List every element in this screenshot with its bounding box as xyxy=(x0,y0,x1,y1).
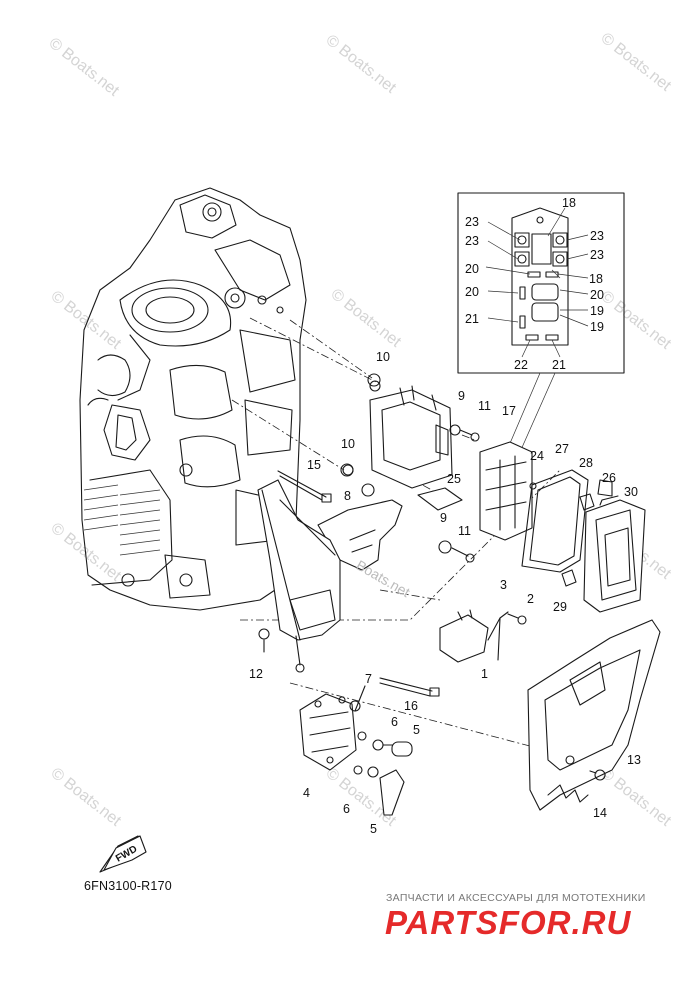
inset-detail xyxy=(457,192,625,453)
fwd-arrow: FWD xyxy=(99,835,147,873)
watermark-text: © Boats.net xyxy=(48,765,125,830)
callout-13: 13 xyxy=(627,753,641,767)
callout-19: 19 xyxy=(590,304,604,318)
callout-21: 21 xyxy=(552,358,566,372)
callout-2: 2 xyxy=(527,592,534,606)
fasteners-5-6-7 xyxy=(349,685,413,816)
watermark-text: © Boats.net xyxy=(46,35,123,100)
callout-17: 17 xyxy=(502,404,516,418)
callout-29: 29 xyxy=(553,600,567,614)
small-parts xyxy=(529,479,613,587)
watermark-text: © Boats.net xyxy=(598,765,675,830)
watermark-text: © Boats.net xyxy=(598,288,675,353)
cover-30 xyxy=(583,495,646,613)
watermark-text: © Boats.net xyxy=(323,32,400,97)
callout-4: 4 xyxy=(303,786,310,800)
callout-5: 5 xyxy=(370,822,377,836)
callout-30: 30 xyxy=(624,485,638,499)
brand-tagline: ЗАПЧАСТИ И АКСЕССУАРЫ ДЛЯ МОТОТЕХНИКИ xyxy=(386,892,646,904)
callout-8: 8 xyxy=(344,489,351,503)
callout-10: 10 xyxy=(376,350,390,364)
rectifier-assembly xyxy=(369,385,533,563)
screws-2-3 xyxy=(507,613,527,625)
callout-18: 18 xyxy=(562,196,576,210)
callout-26: 26 xyxy=(602,471,616,485)
callout-1: 1 xyxy=(481,667,488,681)
shield-13 xyxy=(527,619,661,811)
callout-6: 6 xyxy=(391,715,398,729)
callout-15: 15 xyxy=(307,458,321,472)
callout-3: 3 xyxy=(500,578,507,592)
callout-23: 23 xyxy=(590,229,604,243)
callout-19: 19 xyxy=(590,320,604,334)
cable-tie-16 xyxy=(379,677,440,697)
callouts: 1 2 3 4 5 5 6 6 7 8 9 9 10 10 11 11 12 1… xyxy=(249,196,641,836)
callout-14: 14 xyxy=(593,806,607,820)
bracket-12 xyxy=(257,479,341,673)
callout-24: 24 xyxy=(530,449,544,463)
callout-12: 12 xyxy=(249,667,263,681)
callout-20: 20 xyxy=(465,262,479,276)
callout-20: 20 xyxy=(465,285,479,299)
callout-10: 10 xyxy=(341,437,355,451)
watermark-text: © Boats.net xyxy=(328,286,405,351)
bolts-10 xyxy=(340,373,381,477)
callout-18: 18 xyxy=(589,272,603,286)
screw-14 xyxy=(589,769,606,781)
watermark-text: © Boats.net xyxy=(598,30,675,95)
relay-1 xyxy=(439,609,509,663)
callout-21: 21 xyxy=(465,312,479,326)
terminal-block-4 xyxy=(299,693,357,771)
gasket-27 xyxy=(521,469,589,573)
callout-23: 23 xyxy=(590,248,604,262)
callout-7: 7 xyxy=(365,672,372,686)
callout-25: 25 xyxy=(447,472,461,486)
callout-5: 5 xyxy=(413,723,420,737)
callout-27: 27 xyxy=(555,442,569,456)
engine-block xyxy=(79,187,307,611)
callout-28: 28 xyxy=(579,456,593,470)
callout-11: 11 xyxy=(478,399,491,413)
brand-logo[interactable]: PARTSFOR.RU xyxy=(385,904,632,941)
callout-9: 9 xyxy=(458,389,465,403)
callout-11: 11 xyxy=(458,524,471,538)
callout-22: 22 xyxy=(514,358,528,372)
callout-6: 6 xyxy=(343,802,350,816)
watermark-text: © Boats.net xyxy=(48,288,125,353)
inline-watermark: Boats.net xyxy=(354,557,413,600)
callout-9: 9 xyxy=(440,511,447,525)
diagram-code: 6FN3100-R170 xyxy=(84,879,172,893)
cable-tie-15 xyxy=(277,470,332,503)
callout-16: 16 xyxy=(404,699,418,713)
callout-23: 23 xyxy=(465,234,479,248)
callout-20: 20 xyxy=(590,288,604,302)
callout-23: 23 xyxy=(465,215,479,229)
